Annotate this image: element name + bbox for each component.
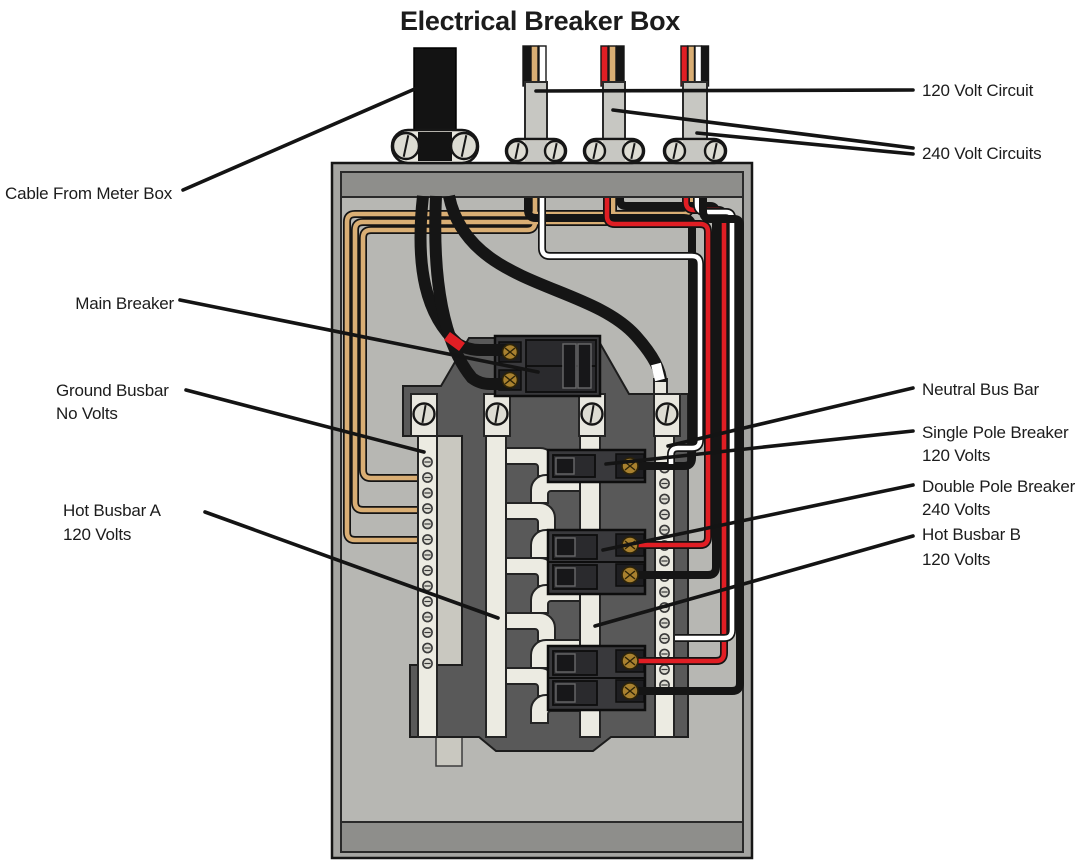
leader-lines: [178, 86, 915, 628]
leader-240v-circuit-a: [611, 108, 915, 150]
wire-stub-black: [701, 45, 710, 87]
wire-stub-copper: [530, 45, 539, 87]
service-hot-b-cable: [429, 195, 512, 390]
callout-labels: Cable From Meter Box 120 Volt Circuit 24…: [5, 81, 1076, 569]
white-neutral-band: [651, 362, 665, 382]
red-wire-double-pole-1: [604, 198, 711, 548]
leader-120v-circuit: [534, 88, 915, 93]
box-top-rail: [340, 171, 744, 198]
black-wire-double-pole-2: [636, 198, 744, 695]
red-phase-band: [444, 331, 465, 352]
label-hot-busbar-a-line1: Hot Busbar A: [63, 501, 162, 520]
label-neutral-bus-bar: Neutral Bus Bar: [922, 380, 1040, 399]
wire-stub-black: [616, 45, 625, 87]
cable-clamp: [390, 128, 480, 165]
wire-stub-copper: [608, 45, 617, 87]
leader-ground-busbar: [184, 388, 426, 454]
white-wire-neutral-2: [675, 198, 735, 641]
leader-main-breaker: [178, 298, 540, 374]
service-conductors: [414, 194, 667, 390]
label-ground-busbar-line2: No Volts: [56, 404, 118, 423]
label-120v-circuit: 120 Volt Circuit: [922, 81, 1034, 100]
ground-busbar-screws: [422, 456, 433, 669]
main-breaker-handle: [577, 343, 592, 389]
box-bottom-rail: [340, 821, 744, 853]
leader-cable-from-meter-box: [181, 86, 419, 192]
label-single-pole-breaker-line1: Single Pole Breaker: [922, 423, 1069, 442]
conduit-through-clamp: [525, 141, 547, 161]
conduit-through-clamp: [603, 141, 625, 161]
page-title: Electrical Breaker Box: [400, 6, 680, 36]
label-cable-from-meter-box: Cable From Meter Box: [5, 184, 173, 203]
main-breaker-handle: [562, 343, 577, 389]
wire-stub-white: [694, 45, 703, 87]
wire-stub-black: [522, 45, 531, 87]
wire-stub-copper: [687, 45, 696, 87]
label-hot-busbar-b-line1: Hot Busbar B: [922, 525, 1021, 544]
service-neutral-cable: [443, 194, 667, 383]
breaker-handle: [555, 457, 575, 475]
leader-240v-circuit-b: [695, 131, 915, 156]
branch-conduits: [522, 45, 710, 143]
label-ground-busbar-line1: Ground Busbar: [56, 381, 169, 400]
label-single-pole-breaker-line2: 120 Volts: [922, 446, 990, 465]
breaker-handle: [555, 683, 576, 703]
leader-neutral-bus-bar: [666, 386, 915, 448]
label-hot-busbar-b-line2: 120 Volts: [922, 550, 990, 569]
conduit-clamps: [504, 137, 728, 165]
panel-standoffs: [410, 378, 681, 437]
leader-hot-busbar-b: [593, 534, 915, 628]
breaker-handle: [555, 537, 576, 557]
breaker-handle: [555, 653, 576, 673]
conduit-through-clamp: [683, 141, 707, 161]
wire-stub-white: [538, 45, 547, 87]
breaker-handle: [555, 567, 576, 587]
leader-hot-busbar-a: [203, 510, 500, 620]
copper-wire: [360, 198, 538, 481]
label-240v-circuits: 240 Volt Circuits: [922, 144, 1041, 163]
leader-double-pole-breaker: [601, 483, 915, 552]
wire-stub-red: [600, 45, 609, 87]
branch-wires: [524, 198, 744, 695]
label-double-pole-breaker-line2: 240 Volts: [922, 500, 990, 519]
label-hot-busbar-a-line2: 120 Volts: [63, 525, 131, 544]
wire-stub-red: [680, 45, 689, 87]
hot-busbar-a-rail: [485, 403, 507, 738]
white-wire-neutral: [539, 198, 703, 464]
cable-through-clamp: [418, 132, 452, 161]
label-double-pole-breaker-line1: Double Pole Breaker: [922, 477, 1076, 496]
label-main-breaker: Main Breaker: [75, 294, 174, 313]
leader-single-pole-breaker: [604, 429, 915, 466]
